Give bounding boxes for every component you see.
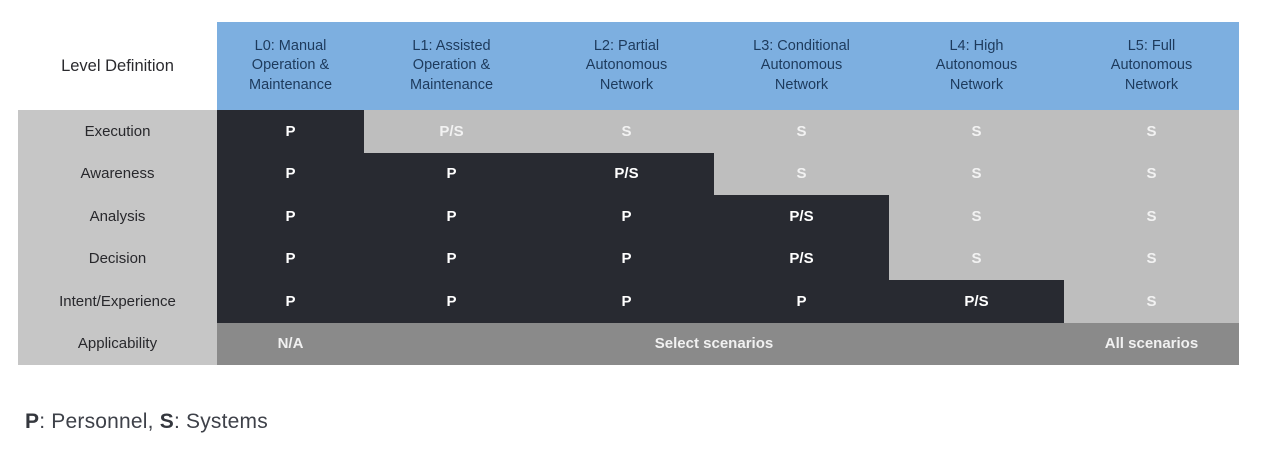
cell-intent-experience-l0: P [217,280,364,323]
legend: P: Personnel, S: Systems [25,410,268,434]
col-header-l3: L3: Conditional Autonomous Network [714,22,889,110]
applicability-select-scenarios-cell: Select scenarios [364,322,1064,365]
row-label-awareness: Awareness [18,152,217,195]
cell-execution-l0: P [217,110,364,153]
row-label-intent-experience: Intent/Experience [18,280,217,323]
levels-matrix-table: Level Definition L0: Manual Operation & … [18,22,1239,365]
col-header-l3-text: L3: Conditional Autonomous Network [753,38,850,93]
cell-awareness-l3: S [714,152,889,195]
row-label-execution: Execution [18,110,217,153]
col-header-l2-text: L2: Partial Autonomous Network [585,38,668,93]
row-label-decision: Decision [18,237,217,280]
legend-s-key: S [159,410,174,433]
cell-analysis-l0: P [217,195,364,238]
cell-awareness-l0: P [217,152,364,195]
cell-execution-l2: S [539,110,714,153]
corner-label: Level Definition [18,22,217,110]
legend-p-desc: : Personnel, [39,410,160,433]
col-header-l4: L4: High Autonomous Network [889,22,1064,110]
cell-intent-experience-l3: P [714,280,889,323]
applicability-all-scenarios-cell: All scenarios [1064,322,1239,365]
cell-intent-experience-l5: S [1064,280,1239,323]
cell-awareness-l2: P/S [539,152,714,195]
cell-execution-l3: S [714,110,889,153]
cell-analysis-l3: P/S [714,195,889,238]
col-header-l1-text: L1: Assisted Operation & Maintenance [409,38,494,93]
cell-awareness-l5: S [1064,152,1239,195]
col-header-l2: L2: Partial Autonomous Network [539,22,714,110]
cell-analysis-l5: S [1064,195,1239,238]
col-header-l5-text: L5: Full Autonomous Network [1110,38,1193,93]
cell-intent-experience-l4: P/S [889,280,1064,323]
cell-execution-l1: P/S [364,110,539,153]
col-header-l4-text: L4: High Autonomous Network [935,38,1018,93]
cell-intent-experience-l1: P [364,280,539,323]
applicability-na-cell: N/A [217,322,364,365]
cell-execution-l5: S [1064,110,1239,153]
cell-awareness-l1: P [364,152,539,195]
cell-awareness-l4: S [889,152,1064,195]
cell-analysis-l2: P [539,195,714,238]
cell-decision-l1: P [364,237,539,280]
cell-analysis-l4: S [889,195,1064,238]
legend-s-desc: : Systems [173,410,268,433]
cell-decision-l5: S [1064,237,1239,280]
cell-decision-l3: P/S [714,237,889,280]
cell-analysis-l1: P [364,195,539,238]
col-header-l0-text: L0: Manual Operation & Maintenance [248,38,333,93]
cell-decision-l2: P [539,237,714,280]
col-header-l0: L0: Manual Operation & Maintenance [217,22,364,110]
row-label-applicability: Applicability [18,322,217,365]
cell-decision-l4: S [889,237,1064,280]
col-header-l5: L5: Full Autonomous Network [1064,22,1239,110]
col-header-l1: L1: Assisted Operation & Maintenance [364,22,539,110]
cell-decision-l0: P [217,237,364,280]
cell-intent-experience-l2: P [539,280,714,323]
legend-p-key: P [25,410,40,433]
row-label-analysis: Analysis [18,195,217,238]
cell-execution-l4: S [889,110,1064,153]
